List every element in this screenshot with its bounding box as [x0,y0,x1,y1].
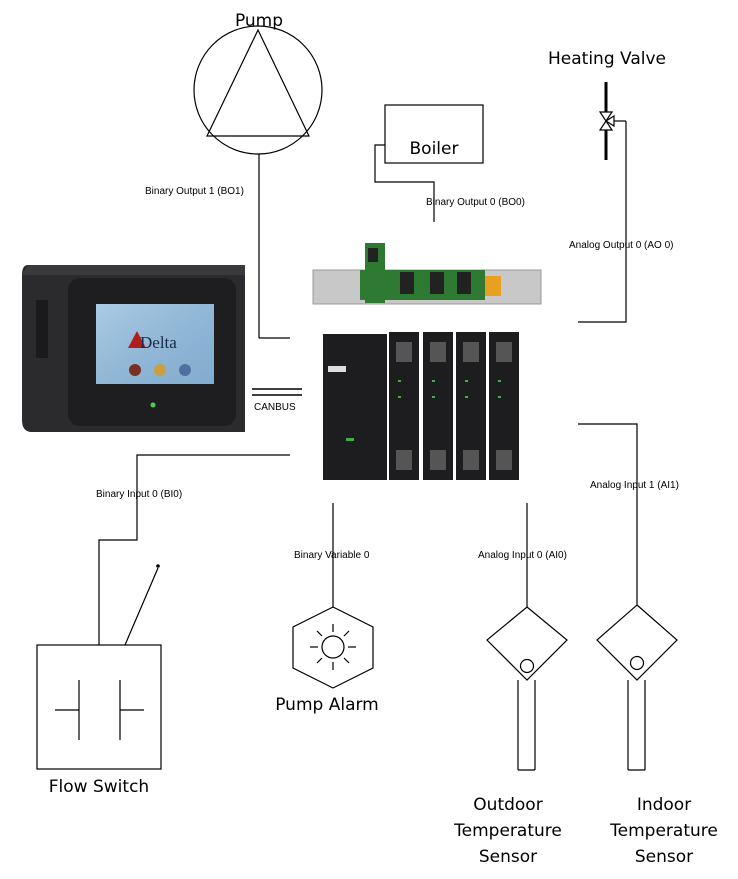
outdoor-temperature-sensor-symbol [486,606,568,771]
boiler-label: Boiler [410,139,459,159]
io-module-rack [323,332,519,480]
binary-output-0-label: Binary Output 0 (BO0) [426,197,525,208]
indoor-sensor-label-line1: Indoor [637,795,691,815]
heating-valve-label: Heating Valve [548,49,666,69]
indoor-sensor-label-line3: Sensor [635,847,693,867]
io-expansion-board [312,243,542,305]
pump-label: Pump [235,11,283,31]
ai1-wire [578,423,638,605]
delta-logo-text: Delta [140,333,177,352]
canbus-label: CANBUS [254,402,296,413]
pump-symbol [193,25,323,155]
analog-output-0-label: Analog Output 0 (AO 0) [569,240,674,251]
canbus-link [252,388,302,396]
binary-output-1-label: Binary Output 1 (BO1) [145,186,244,197]
indoor-temperature-sensor-symbol [596,604,678,771]
heating-valve-symbol [598,82,626,160]
pump-alarm-label: Pump Alarm [275,695,379,715]
outdoor-sensor-label-line3: Sensor [479,847,537,867]
binary-variable-0-label: Binary Variable 0 [294,550,370,561]
delta-controller-device: Delta [22,265,245,432]
boiler-symbol [374,104,484,222]
analog-input-1-label: Analog Input 1 (AI1) [590,480,679,491]
binary-input-0-label: Binary Input 0 (BI0) [96,489,182,500]
outdoor-sensor-label-line2: Temperature [453,821,562,841]
flow-switch-label: Flow Switch [49,777,149,797]
bi0-wire [98,454,290,645]
indoor-sensor-label-line2: Temperature [609,821,718,841]
analog-input-0-label: Analog Input 0 (AI0) [478,550,567,561]
outdoor-sensor-label-line1: Outdoor [473,795,542,815]
flow-switch-symbol [36,564,162,770]
ao0-wire [578,121,627,323]
pump-alarm-symbol [292,606,374,689]
